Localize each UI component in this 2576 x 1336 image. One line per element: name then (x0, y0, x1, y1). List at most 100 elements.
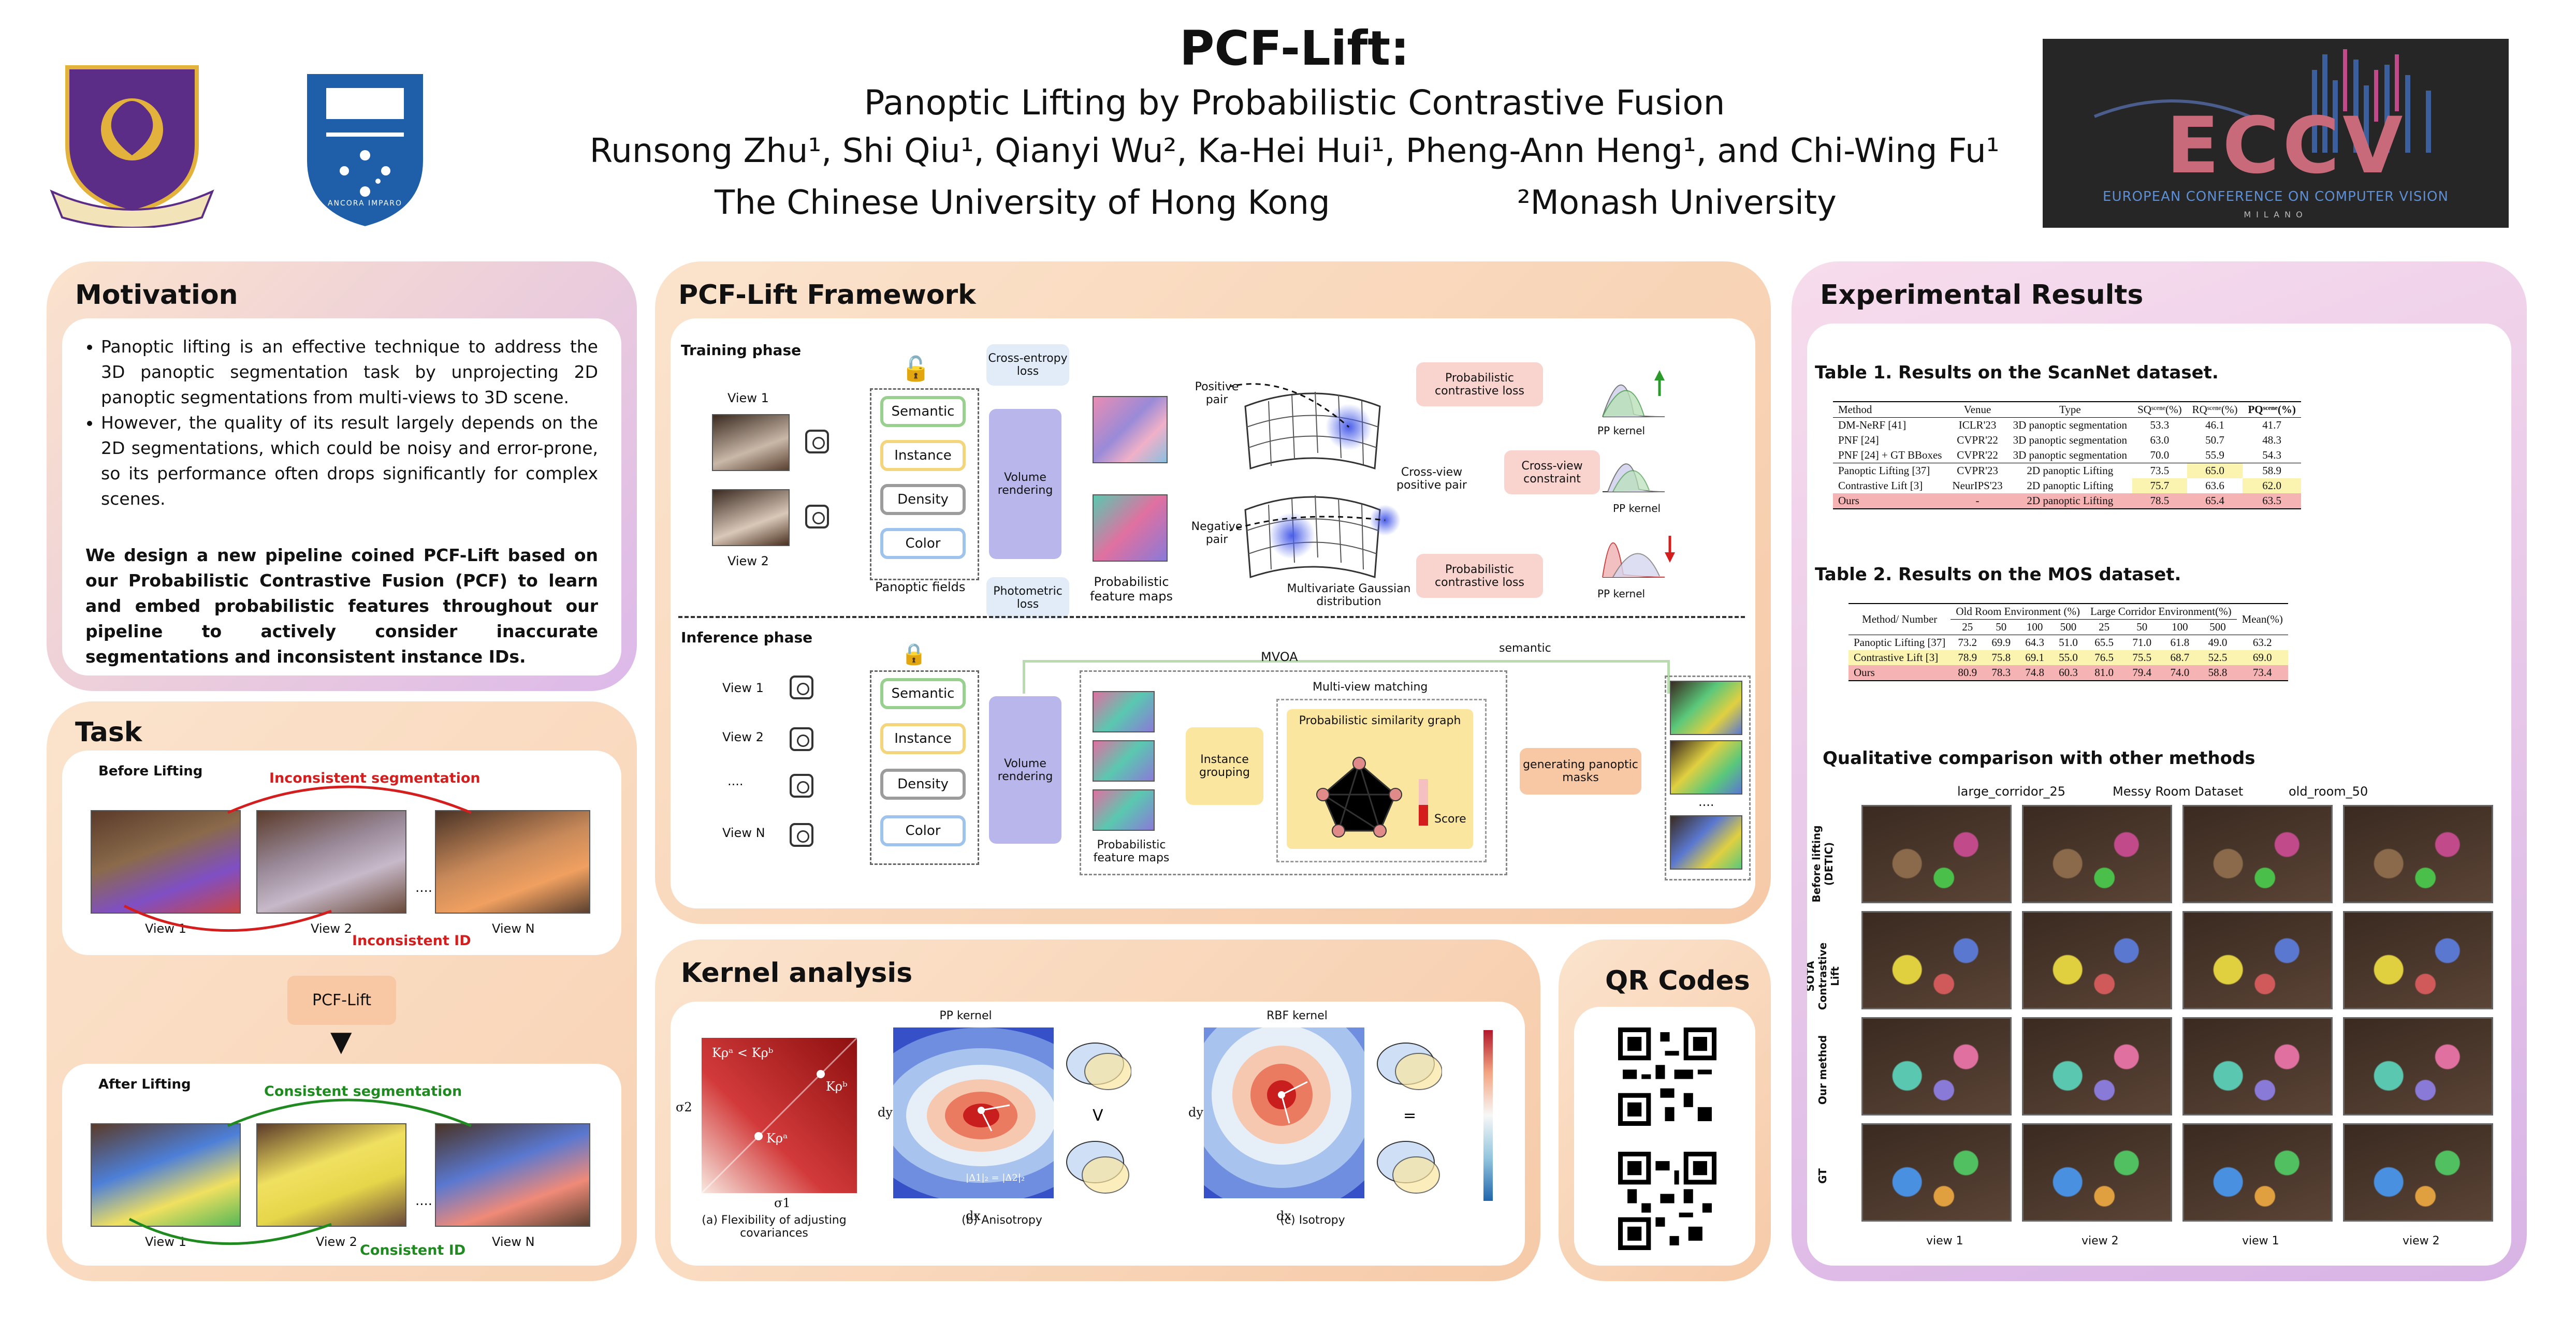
lock-icon: 🔒 (901, 642, 927, 666)
mvoa-group (1080, 670, 1507, 875)
inf-volume-rendering-box: Volume rendering (989, 696, 1061, 844)
t2-cell: 73.4 (2252, 666, 2272, 679)
qual-image-tile (2022, 805, 2172, 903)
t1-cell: 48.3 (2262, 434, 2282, 446)
t2-header-group2: Large Corridor Environment(%) (2085, 604, 2237, 620)
t1-cell: 2D panoptic Lifting (2027, 464, 2114, 477)
dy-label-b: dy (878, 1105, 893, 1120)
results-body: Table 1. Results on the ScanNet dataset.… (1807, 324, 2511, 1266)
before-ellipsis: .... (415, 880, 433, 895)
qual-row-label-3: GT (1816, 1168, 1829, 1184)
t2-cell: 76.5 (2094, 651, 2114, 664)
t1-cell: 3D panoptic segmentation (2013, 419, 2128, 431)
t1-cell: 62.0 (2243, 478, 2301, 493)
t1-header-venue: Venue (1963, 403, 1991, 416)
table2-title: Table 2. Results on the MOS dataset. (1815, 564, 2181, 585)
t2-cell: 74.8 (2025, 666, 2044, 679)
pcf-lift-box: PCF-Lift (287, 976, 396, 1025)
t2-cell: 52.5 (2208, 651, 2228, 664)
mvoa-label: MVOA (1261, 650, 1298, 664)
task-title: Task (75, 717, 142, 748)
motivation-summary: We design a new pipeline coined PCF-Lift… (85, 545, 598, 667)
consistent-id-label: Consistent ID (360, 1242, 466, 1258)
negative-pair-label: Negative pair (1191, 520, 1243, 546)
before-view1-image (91, 810, 241, 914)
inf-view1-label: View 1 (722, 681, 764, 695)
inf-prob-feature-maps-label: Probabilistic feature maps (1093, 839, 1170, 864)
t2-cell: 51.0 (2059, 636, 2078, 649)
t2-cell: 74.0 (2170, 666, 2190, 679)
affiliation-1: The Chinese University of Hong Kong (715, 184, 1330, 222)
motivation-panel: Motivation Panoptic lifting is an effect… (47, 261, 637, 691)
t1-cell: PNF [24] + GT BBoxes (1838, 449, 1942, 461)
t1-cell: CVPR'22 (1957, 434, 1998, 446)
qual-image-tile (2343, 911, 2493, 1009)
t1-cell: 63.0 (2150, 434, 2170, 446)
train-feature-map-2 (1093, 494, 1168, 562)
qr-code-paper[interactable] (1618, 1027, 1716, 1126)
t1-cell: NeurIPS'23 (1952, 479, 2003, 492)
qual-image-tile (1861, 1123, 2012, 1222)
t1-cell: 65.0 (2187, 463, 2243, 478)
ka-label: Kρᵃ (766, 1131, 788, 1146)
output-ellipsis: .... (1698, 795, 1714, 809)
qual-image-tile (2022, 1017, 2172, 1115)
after-viewN-label: View N (492, 1235, 535, 1249)
cross-view-constraint-box: Cross-view constraint (1504, 450, 1600, 494)
t1-cell: 3D panoptic segmentation (2013, 434, 2128, 446)
anisotropy-eq: |Δ1|₂ = |Δ2|₂ (966, 1172, 1025, 1183)
inf-ellipsis-label: .... (727, 774, 744, 788)
eccv-wordmark: ECCV (2166, 101, 2406, 191)
eccv-logo: ECCV EUROPEAN CONFERENCE ON COMPUTER VIS… (2043, 39, 2509, 228)
inf-field-semantic: Semantic (880, 678, 966, 709)
pp-kernel-label-3: PP kernel (1597, 588, 1646, 600)
train-view2-image (712, 489, 790, 546)
table2: Method/ Number Old Room Environment (%) … (1849, 603, 2288, 681)
inconsistent-seg-label: Inconsistent segmentation (269, 770, 481, 786)
t2-cell: Panoptic Lifting [37] (1854, 636, 1946, 649)
motivation-bullet-1: Panoptic lifting is an effective techniq… (101, 334, 598, 410)
qual-col-label-1: view 2 (2082, 1235, 2119, 1247)
inf-feature-map-2 (1093, 740, 1155, 782)
t1-cell: PNF [24] (1838, 434, 1879, 446)
t2-num: 500 (2060, 621, 2077, 633)
t2-num: 25 (1962, 621, 1973, 633)
output-masks-group (1665, 676, 1751, 880)
train-view1-label: View 1 (727, 391, 769, 405)
results-panel: Experimental Results Table 1. Results on… (1792, 261, 2527, 1281)
after-lifting-label: After Lifting (98, 1077, 191, 1092)
qr-panel: QR Codes (1559, 939, 1771, 1281)
cross-entropy-box: Cross-entropy loss (986, 344, 1069, 386)
camera-icon (790, 676, 813, 699)
t1-header-pq: PQˢᶜᵉⁿᵉ(%) (2248, 403, 2296, 416)
qual-col-label-3: view 2 (2403, 1235, 2440, 1247)
t2-cell: 55.0 (2059, 651, 2078, 664)
semantic-path-label: semantic (1499, 642, 1551, 655)
t1-cell: CVPR'22 (1957, 449, 1998, 461)
before-view1-label: View 1 (145, 921, 186, 936)
t2-cell: 78.3 (1991, 666, 2011, 679)
after-view1-image (91, 1123, 241, 1227)
unlock-icon: 🔓 (901, 355, 931, 383)
camera-icon (790, 823, 813, 847)
t2-cell: 75.5 (2132, 651, 2152, 664)
caption-c: (c) Isotropy (1280, 1214, 1345, 1227)
t2-header-group1: Old Room Environment (%) (1951, 604, 2086, 620)
qr-code-code[interactable] (1618, 1152, 1716, 1250)
eccv-city: MILANO (2244, 210, 2308, 219)
qual-image-tile (1861, 1017, 2012, 1115)
t1-cell: CVPR'23 (1957, 464, 1998, 477)
isotropy-ellipses: = (1377, 1043, 1442, 1194)
t1-cell: Ours (1838, 494, 1859, 507)
anisotropy-contour (893, 1027, 1054, 1198)
t2-cell: 63.2 (2252, 636, 2272, 649)
mvg-label: Multivariate Gaussian distribution (1287, 582, 1411, 608)
dx-label-b: dx (966, 1209, 981, 1223)
t2-cell: 60.3 (2059, 666, 2078, 679)
inf-view2-label: View 2 (722, 730, 764, 744)
qual-image-tile (2343, 805, 2493, 903)
sigma1-label: σ1 (774, 1196, 791, 1210)
inf-panoptic-fields-group (870, 670, 979, 865)
qual-col-label-0: view 1 (1926, 1235, 1963, 1247)
